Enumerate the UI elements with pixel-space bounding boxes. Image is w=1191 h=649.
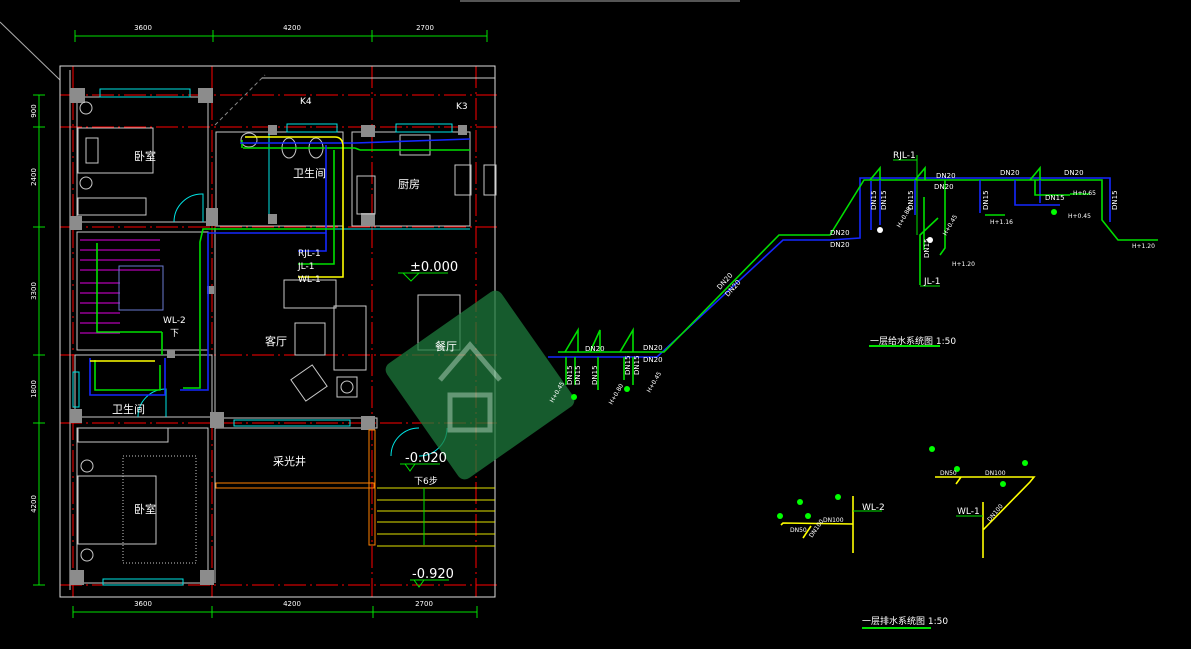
pipe-label: DN15	[633, 355, 641, 375]
pipe-label: DN50	[790, 527, 807, 534]
window-label-k3: K3	[456, 102, 468, 112]
pipe-label: DN20	[830, 241, 850, 249]
pipe-label: DN15	[907, 190, 915, 210]
room-label-bath-left: 卫生间	[112, 402, 145, 416]
level-outside: -0.920	[412, 567, 454, 582]
riser-label-rjl1: RJL-1	[298, 249, 321, 259]
height-label: H+0.80	[896, 206, 914, 229]
room-label-bedroom-bottom: 卧室	[134, 502, 156, 516]
dim-left-2: 2400	[30, 168, 38, 186]
stairs-interior	[80, 239, 164, 334]
dim-left-1: 900	[30, 104, 38, 117]
drain-riser-wl2: WL-2	[862, 503, 885, 513]
level-entry: -0.020	[405, 451, 447, 466]
floor-plan: 3600 4200 2700 3600 4200 2700 900 2400 3…	[30, 24, 497, 618]
dim-top-2: 4200	[283, 24, 301, 32]
riser-label-wl1: WL-1	[298, 275, 321, 285]
plan-labels: 卧室 卫生间 厨房 客厅 餐厅 卫生间 采光井 卧室 ±0.000 -0.020…	[112, 97, 468, 588]
dim-bottom-1: 3600	[134, 600, 152, 608]
room-label-kitchen: 厨房	[398, 178, 420, 191]
pipe-label: DN15	[591, 365, 599, 385]
pipe-label: DN20	[934, 183, 954, 191]
pipe-label: DN15	[1045, 194, 1065, 202]
room-label-living: 客厅	[265, 334, 287, 348]
height-label: H+1.20	[952, 261, 975, 268]
stair-down-label: 下	[170, 329, 179, 339]
dim-top-3: 2700	[416, 24, 434, 32]
pipe-label: DN15	[870, 190, 878, 210]
room-label-lightwell: 采光井	[273, 454, 306, 468]
drain-riser-wl1: WL-1	[957, 507, 980, 517]
pipe-label: DN20	[830, 229, 850, 237]
supply-system-title: 一层给水系统图 1:50	[870, 335, 956, 347]
pipe-label: DN15	[923, 238, 931, 258]
pipe-label: DN100	[986, 503, 1005, 523]
furniture	[77, 101, 497, 564]
pipe-label: DN15	[982, 190, 990, 210]
pipe-label: DN15	[1111, 190, 1119, 210]
level-main: ±0.000	[410, 260, 458, 275]
pipe-label: DN20	[585, 345, 605, 353]
dim-left-4: 1800	[30, 380, 38, 398]
pipe-label: DN20	[643, 356, 663, 364]
room-label-bedroom-top: 卧室	[134, 149, 156, 163]
height-label: H+0.65	[1073, 190, 1096, 197]
plan-piping	[89, 136, 471, 396]
riser-label-jl1: JL-1	[297, 262, 314, 272]
stairs-note: 下6步	[414, 476, 438, 487]
height-label: H+1.20	[1132, 243, 1155, 250]
dimension-top: 3600 4200 2700	[74, 24, 488, 42]
dimension-bottom: 3600 4200 2700	[72, 600, 478, 618]
riser-label-wl2: WL-2	[163, 316, 186, 326]
supply-system-diagram: RJL-1 JL-1 一层给水系统图 1:50 DN20 DN20 DN20 D…	[548, 151, 1158, 406]
room-label-bath-top: 卫生间	[293, 166, 326, 180]
pipe-label: DN20	[1000, 169, 1020, 177]
pipe-label: DN100	[823, 517, 844, 524]
pipe-label: DN20	[643, 344, 663, 352]
pipe-label: DN15	[566, 365, 574, 385]
drain-system-title: 一层排水系统图 1:50	[862, 615, 948, 627]
height-label: H+0.80	[608, 383, 626, 406]
room-label-dining: 餐厅	[435, 339, 457, 353]
leader-line	[0, 21, 61, 81]
stairs-exterior	[215, 429, 495, 547]
height-label: H+0.45	[1068, 213, 1091, 220]
dim-bottom-2: 4200	[283, 600, 301, 608]
pipe-label: DN15	[574, 365, 582, 385]
window-label-k4: K4	[300, 97, 312, 107]
dim-left-5: 4200	[30, 495, 38, 513]
height-label: H+0.45	[646, 371, 664, 394]
pipe-label: DN20	[936, 172, 956, 180]
pipe-label: DN20	[1064, 169, 1084, 177]
pipe-label: DN15	[880, 190, 888, 210]
height-label: H+1.16	[990, 219, 1013, 226]
dim-bottom-3: 2700	[415, 600, 433, 608]
dim-left-3: 3300	[30, 282, 38, 300]
pipe-label: DN100	[985, 470, 1006, 477]
pipe-label: DN15	[624, 355, 632, 375]
watermark-logo	[385, 290, 575, 480]
supply-riser-rjl1: RJL-1	[893, 151, 916, 161]
dim-top-1: 3600	[134, 24, 152, 32]
pipe-label: DN50	[940, 470, 957, 477]
dimension-left: 900 2400 3300 1800 4200	[30, 94, 45, 586]
supply-riser-jl1: JL-1	[923, 277, 940, 287]
drain-system-diagram: WL-2 WL-1 一层排水系统图 1:50 DN50 DN100 DN100 …	[777, 446, 1036, 629]
